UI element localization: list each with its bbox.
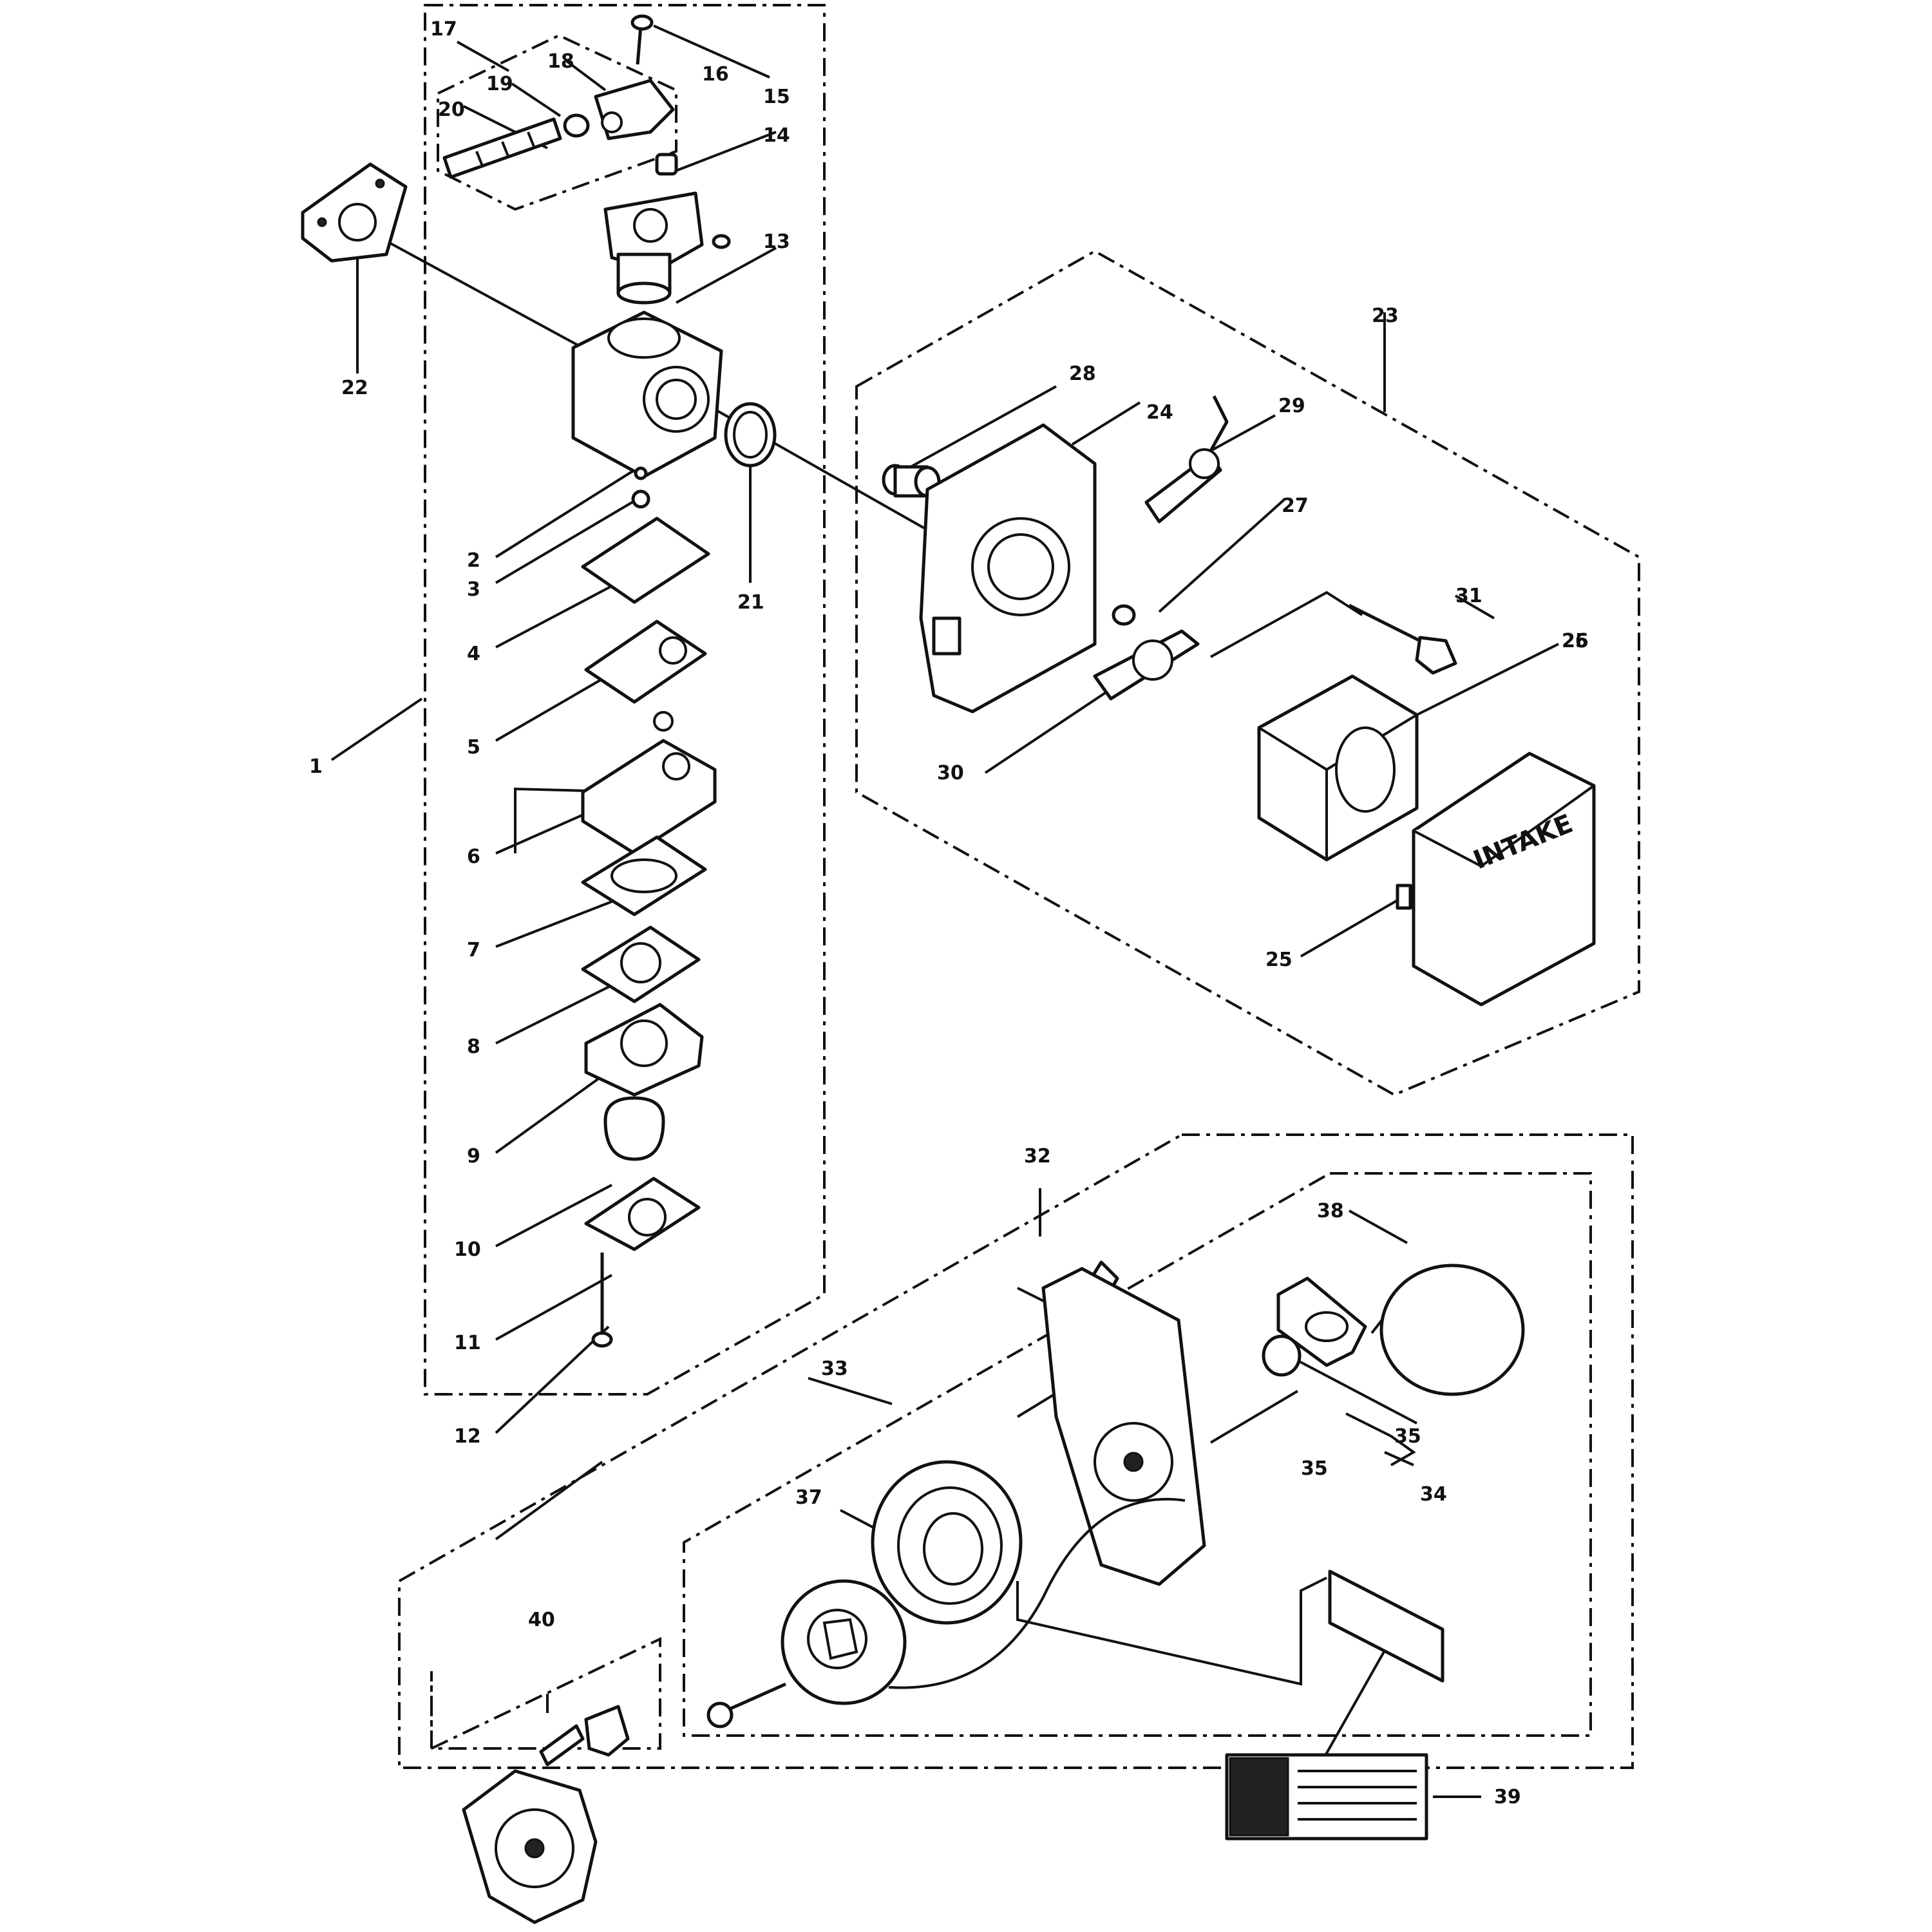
callout-28: 28 bbox=[1069, 363, 1096, 385]
callout-24: 24 bbox=[1146, 401, 1173, 424]
callout-3: 3 bbox=[467, 578, 480, 601]
callout-1: 1 bbox=[309, 755, 323, 778]
callout-37: 37 bbox=[795, 1486, 822, 1509]
adjuster-screw bbox=[630, 14, 654, 65]
callout-13: 13 bbox=[763, 231, 790, 253]
callout-20: 20 bbox=[438, 99, 465, 121]
air-filter-element bbox=[1257, 674, 1419, 862]
callout-32: 32 bbox=[1024, 1145, 1051, 1168]
label-panel bbox=[1328, 1569, 1444, 1683]
callout-7: 7 bbox=[467, 939, 480, 961]
choke-lever bbox=[1144, 395, 1229, 524]
carburetor-body bbox=[571, 310, 723, 478]
grommet bbox=[1112, 604, 1136, 626]
cover-disc bbox=[1379, 1264, 1525, 1396]
pulley-screw bbox=[706, 1682, 787, 1728]
callout-30: 30 bbox=[937, 762, 964, 784]
callout-23: 23 bbox=[1372, 305, 1399, 327]
callout-38: 38 bbox=[1317, 1200, 1344, 1222]
spring-3 bbox=[631, 489, 650, 509]
insulator-gasket bbox=[301, 162, 408, 263]
recoil-spring bbox=[871, 1460, 1023, 1625]
starter-rope bbox=[888, 1497, 1186, 1689]
callout-16: 16 bbox=[702, 63, 729, 86]
callout-33: 33 bbox=[821, 1358, 848, 1380]
callout-9: 9 bbox=[467, 1145, 480, 1168]
callout-35-rope: 35 bbox=[1301, 1457, 1328, 1480]
air-cleaner-assembly-border bbox=[855, 249, 1640, 1097]
ignition-spring bbox=[539, 1724, 585, 1766]
starter-case bbox=[1041, 1267, 1206, 1586]
carburetor-parts bbox=[301, 14, 777, 1348]
callout-15: 15 bbox=[763, 86, 790, 108]
callout-26: 26 bbox=[1562, 630, 1589, 652]
group-borders bbox=[398, 4, 1640, 1769]
air-cleaner-case bbox=[919, 423, 1097, 714]
callout-10: 10 bbox=[454, 1238, 481, 1261]
ignition-coil bbox=[462, 1769, 598, 1924]
carburetor-assembly-border bbox=[424, 4, 826, 1396]
throttle-valve bbox=[603, 153, 704, 305]
callout-18: 18 bbox=[547, 50, 574, 73]
callout-34: 34 bbox=[1420, 1483, 1447, 1506]
carb-screw bbox=[591, 1253, 613, 1348]
callout-25-cover: 25 bbox=[1562, 630, 1589, 652]
primer-bulb bbox=[603, 1096, 665, 1161]
callout-6: 6 bbox=[467, 846, 480, 868]
leader-lines bbox=[330, 24, 1559, 1798]
callout-4: 4 bbox=[467, 643, 480, 665]
callout-31: 31 bbox=[1455, 585, 1482, 607]
callout-21: 21 bbox=[737, 591, 764, 614]
air-cleaner-parts: INTAKE bbox=[882, 395, 1596, 1007]
cover-clip bbox=[1396, 884, 1412, 910]
choke-plate bbox=[1093, 629, 1200, 701]
ignition-switch bbox=[584, 1705, 630, 1757]
callout-12: 12 bbox=[454, 1425, 481, 1448]
adjuster-bracket bbox=[594, 79, 675, 140]
recoil-pulley bbox=[781, 1579, 907, 1705]
callout-27: 27 bbox=[1282, 495, 1309, 517]
pump-gasket bbox=[581, 516, 710, 604]
callout-19: 19 bbox=[486, 73, 513, 95]
case-bolt bbox=[1348, 603, 1457, 675]
callout-17: 17 bbox=[430, 18, 457, 41]
callout-35-handle: 35 bbox=[1394, 1425, 1421, 1448]
adjuster-subgroup-border bbox=[437, 33, 677, 211]
callout-numbers: 1 2 3 4 5 6 7 8 9 10 11 12 13 14 15 16 1… bbox=[309, 18, 1589, 1808]
caution-label bbox=[1225, 1753, 1428, 1841]
idle-adjuster bbox=[442, 117, 562, 179]
washer-13 bbox=[712, 234, 731, 249]
callout-22: 22 bbox=[341, 377, 368, 399]
rope-knot bbox=[1262, 1334, 1302, 1377]
callout-25-clip: 25 bbox=[1265, 949, 1293, 971]
callout-2: 2 bbox=[467, 549, 480, 572]
callout-11: 11 bbox=[454, 1332, 481, 1354]
needle-2 bbox=[634, 466, 648, 480]
callout-40: 40 bbox=[528, 1609, 555, 1631]
pump-diaphragm bbox=[584, 620, 707, 704]
air-cleaner-cover: INTAKE bbox=[1412, 752, 1596, 1007]
ignition-parts bbox=[462, 1705, 630, 1924]
callout-39: 39 bbox=[1494, 1786, 1521, 1808]
starter-inner-border bbox=[683, 1172, 1592, 1737]
callout-29: 29 bbox=[1278, 395, 1305, 417]
collar bbox=[882, 464, 941, 498]
starter-parts bbox=[706, 1260, 1525, 1841]
pump-body bbox=[581, 711, 717, 855]
starter-handle bbox=[1276, 1276, 1367, 1367]
washer-19 bbox=[563, 113, 590, 138]
callout-8: 8 bbox=[467, 1036, 480, 1058]
callout-5: 5 bbox=[467, 736, 480, 759]
callout-14: 14 bbox=[763, 124, 790, 147]
starter-outer-border bbox=[398, 1133, 1634, 1769]
